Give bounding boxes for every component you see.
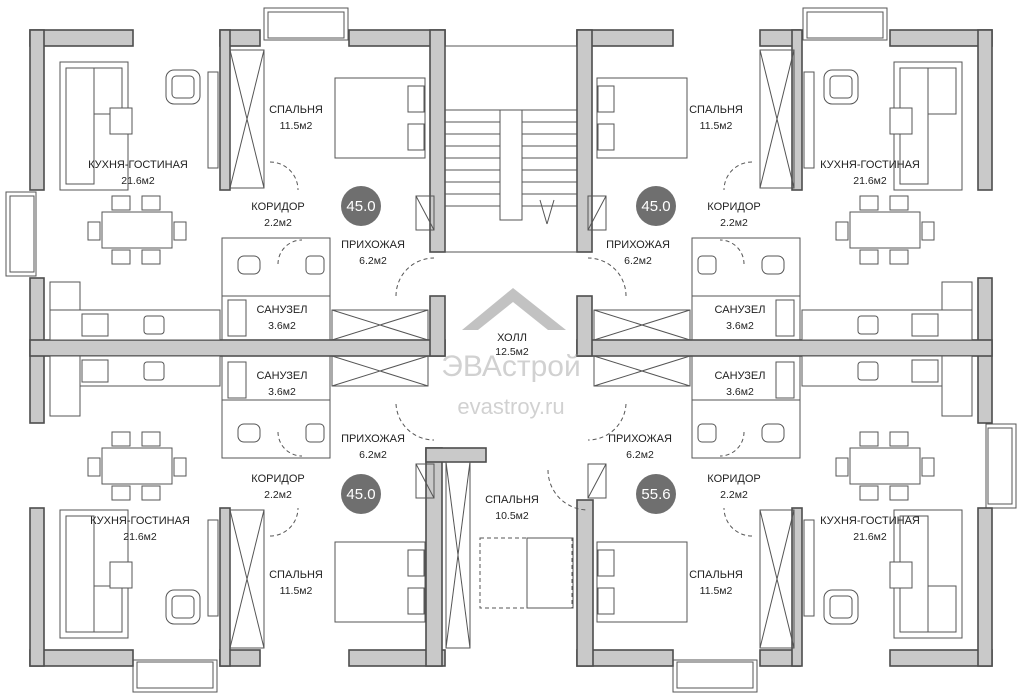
apartment-area-br: 55.6 [641,486,670,503]
room-area: 21.6м2 [121,175,155,187]
room-label: КОРИДОР [707,201,760,213]
room-area: 21.6м2 [853,531,887,543]
room-area: 6.2м2 [359,449,387,461]
room-label: ХОЛЛ [497,332,527,344]
watermark-brand: ЭВАстрой [441,350,580,383]
room-label: ПРИХОЖАЯ [341,239,405,251]
room-area: 11.5м2 [700,585,733,597]
room-area: 10.5м2 [495,510,529,522]
apartment-area-tl: 45.0 [346,198,375,215]
room-area: 11.5м2 [280,120,313,132]
room-area: 11.5м2 [280,585,313,597]
staircase [444,45,578,253]
room-label: СПАЛЬНЯ [269,104,323,116]
door-swings [269,161,753,537]
room-label: ПРИХОЖАЯ [608,433,672,445]
room-label: КУХНЯ-ГОСТИНАЯ [820,515,920,527]
room-area: 2.2м2 [720,489,748,501]
apartment-badge-br [636,474,676,514]
beds [334,77,688,623]
watermark-site: evastroy.ru [457,394,564,419]
room-label: КУХНЯ-ГОСТИНАЯ [820,159,920,171]
wardrobes [229,49,795,649]
house-logo-icon [462,288,566,330]
room-area: 2.2м2 [264,489,292,501]
room-area: 3.6м2 [726,320,754,332]
room-area: 3.6м2 [268,386,296,398]
room-label: КУХНЯ-ГОСТИНАЯ [88,159,188,171]
room-label: ПРИХОЖАЯ [341,433,405,445]
balconies [5,7,1017,693]
room-area: 6.2м2 [359,255,387,267]
room-area: 21.6м2 [853,175,887,187]
bathroom-fixtures [227,255,795,443]
apartment-badge-bl [341,474,381,514]
room-label: КОРИДОР [251,473,304,485]
room-labels: КУХНЯ-ГОСТИНАЯ 21.6м2 СПАЛЬНЯ 11.5м2 КОР… [88,104,920,597]
room-area: 2.2м2 [720,217,748,229]
room-area: 3.6м2 [268,320,296,332]
room-label: ПРИХОЖАЯ [606,239,670,251]
room-label: САНУЗЕЛ [715,370,766,382]
apartment-badges: 45.0 45.0 45.0 55.6 [341,186,676,514]
apartment-area-bl: 45.0 [346,486,375,503]
apartment-area-tr: 45.0 [641,198,670,215]
walls [29,29,993,667]
room-label: СПАЛЬНЯ [689,104,743,116]
room-area: 6.2м2 [626,449,654,461]
room-label: СПАЛЬНЯ [485,494,539,506]
room-label: КУХНЯ-ГОСТИНАЯ [90,515,190,527]
watermark: ЭВАстрой evastroy.ru [441,288,581,419]
room-area: 21.6м2 [123,531,157,543]
living-furniture [49,61,973,639]
room-area: 2.2м2 [264,217,292,229]
room-label: САНУЗЕЛ [257,370,308,382]
room-area: 11.5м2 [700,120,733,132]
room-area: 6.2м2 [624,255,652,267]
room-label: САНУЗЕЛ [257,304,308,316]
room-label: КОРИДОР [251,201,304,213]
room-area: 3.6м2 [726,386,754,398]
room-label: КОРИДОР [707,473,760,485]
room-label: САНУЗЕЛ [715,304,766,316]
apartment-badge-tr [636,186,676,226]
room-area: 12.5м2 [495,346,529,358]
apartment-badge-tl [341,186,381,226]
room-label: СПАЛЬНЯ [689,569,743,581]
room-label: СПАЛЬНЯ [269,569,323,581]
